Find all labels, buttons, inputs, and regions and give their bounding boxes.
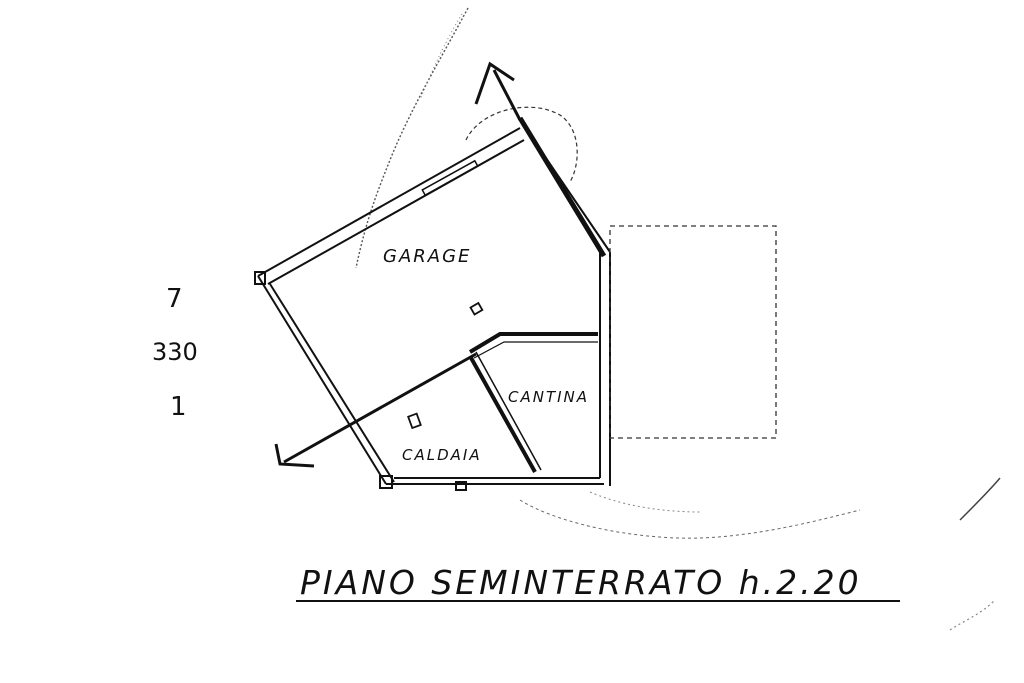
floor-drain bbox=[469, 301, 484, 316]
scribble-right bbox=[959, 477, 1001, 521]
room-label-garage: GARAGE bbox=[383, 246, 472, 267]
contour-stroke-2 bbox=[589, 491, 701, 513]
sketch-line-2 bbox=[419, 13, 463, 101]
wall-ticks bbox=[254, 271, 467, 491]
door-swing-arc bbox=[465, 106, 578, 183]
side-note-line2: 330 bbox=[152, 338, 198, 366]
side-note-line1: 7 bbox=[166, 284, 183, 314]
title-underline bbox=[296, 600, 900, 602]
side-note-line3: 1 bbox=[170, 392, 187, 422]
room-label-cantina: CANTINA bbox=[508, 388, 590, 406]
partitions bbox=[468, 332, 598, 473]
sketch-line bbox=[355, 7, 469, 269]
room-label-caldaia: CALDAIA bbox=[402, 446, 482, 464]
boiler-symbol bbox=[407, 412, 422, 430]
scribble-right-2 bbox=[949, 599, 996, 631]
contour-stroke bbox=[519, 499, 861, 539]
section-line bbox=[274, 61, 522, 468]
window bbox=[421, 159, 479, 197]
page-title: PIANO SEMINTERRATO h.2.20 bbox=[300, 563, 862, 602]
dashed-adjacent-area bbox=[609, 225, 777, 439]
thick-wall-top bbox=[517, 116, 607, 258]
